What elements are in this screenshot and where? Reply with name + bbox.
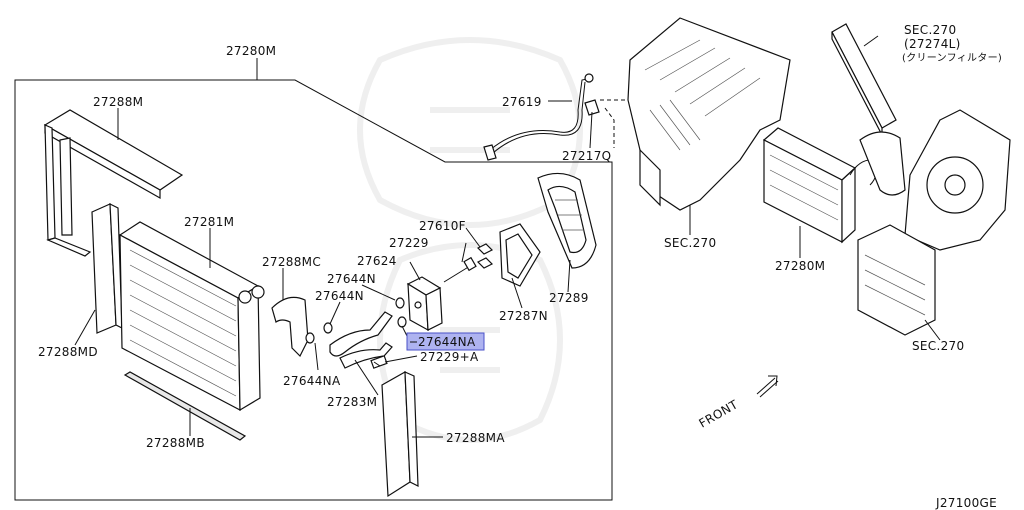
- part-27280M-evaporator-right[interactable]: [762, 127, 878, 244]
- part-27289-seal[interactable]: [537, 172, 597, 269]
- label-27610F[interactable]: 27610F: [419, 219, 466, 233]
- part-blower-unit-right[interactable]: [857, 109, 1011, 336]
- label-27281M[interactable]: 27281M: [184, 215, 234, 229]
- front-arrow-icon: [756, 375, 779, 398]
- label-27644NA-low[interactable]: 27644NA: [283, 374, 341, 388]
- label-27288MB[interactable]: 27288MB: [146, 436, 205, 450]
- part-27624-expansion-valve[interactable]: [406, 276, 443, 332]
- label-sec270-right[interactable]: SEC.270: [912, 339, 964, 353]
- label-27288MA[interactable]: 27288MA: [446, 431, 505, 445]
- leader-lines: [74, 35, 941, 438]
- part-clean-filter[interactable]: [831, 23, 897, 136]
- o-rings[interactable]: [305, 297, 407, 344]
- label-27644N-a[interactable]: 27644N: [327, 272, 376, 286]
- part-27288MA-seal[interactable]: [381, 370, 419, 498]
- label-27288M[interactable]: 27288M: [93, 95, 143, 109]
- label-27280M-top[interactable]: 27280M: [226, 44, 276, 58]
- part-27610F-nuts[interactable]: [476, 243, 494, 269]
- label-27287N[interactable]: 27287N: [499, 309, 548, 323]
- label-27280M-right[interactable]: 27280M: [775, 259, 825, 273]
- highlight-box: [406, 332, 485, 351]
- part-27229A-bolt[interactable]: [373, 361, 381, 367]
- diagram-id: J27100GE: [935, 496, 997, 510]
- label-27288MC[interactable]: 27288MC: [262, 255, 321, 269]
- label-clean-filter-jp: (クリーンフィルター): [902, 52, 1002, 64]
- label-27217Q[interactable]: 27217Q: [562, 149, 611, 163]
- label-27274L[interactable]: (27274L): [904, 37, 961, 51]
- label-front: FRONT: [697, 397, 741, 431]
- label-27289[interactable]: 27289: [549, 291, 589, 305]
- assembly-frame: [14, 58, 613, 501]
- label-27283M[interactable]: 27283M: [327, 395, 377, 409]
- part-heater-unit-center[interactable]: [627, 17, 791, 211]
- dashed-connectors: [600, 99, 625, 148]
- label-sec270-center[interactable]: SEC.270: [664, 236, 716, 250]
- label-27644N-b[interactable]: 27644N: [315, 289, 364, 303]
- label-27644NA-highlighted[interactable]: 27644NA: [418, 335, 476, 349]
- labels: 27280M 27288M 27281M 27288MC 27644N 2764…: [38, 23, 1002, 510]
- label-27229[interactable]: 27229: [389, 236, 429, 250]
- label-sec270-filter[interactable]: SEC.270: [904, 23, 956, 37]
- label-27229A[interactable]: 27229+A: [420, 350, 479, 364]
- label-27288MD[interactable]: 27288MD: [38, 345, 98, 359]
- label-27624[interactable]: 27624: [357, 254, 397, 268]
- part-27288MB-seal[interactable]: [123, 371, 247, 441]
- part-27217Q-clip[interactable]: [584, 99, 600, 116]
- label-27619[interactable]: 27619: [502, 95, 542, 109]
- part-27288MD-seal[interactable]: [91, 203, 123, 334]
- part-27288MC-grommet[interactable]: [271, 296, 309, 358]
- part-27281M-evaporator[interactable]: [118, 221, 265, 412]
- part-27283M-pipe[interactable]: [329, 311, 393, 369]
- part-27619-hose[interactable]: [483, 73, 594, 161]
- part-27229-bolt[interactable]: [443, 256, 477, 283]
- part-27288M-seal[interactable]: [43, 109, 184, 257]
- part-27287N-bracket[interactable]: [499, 223, 541, 287]
